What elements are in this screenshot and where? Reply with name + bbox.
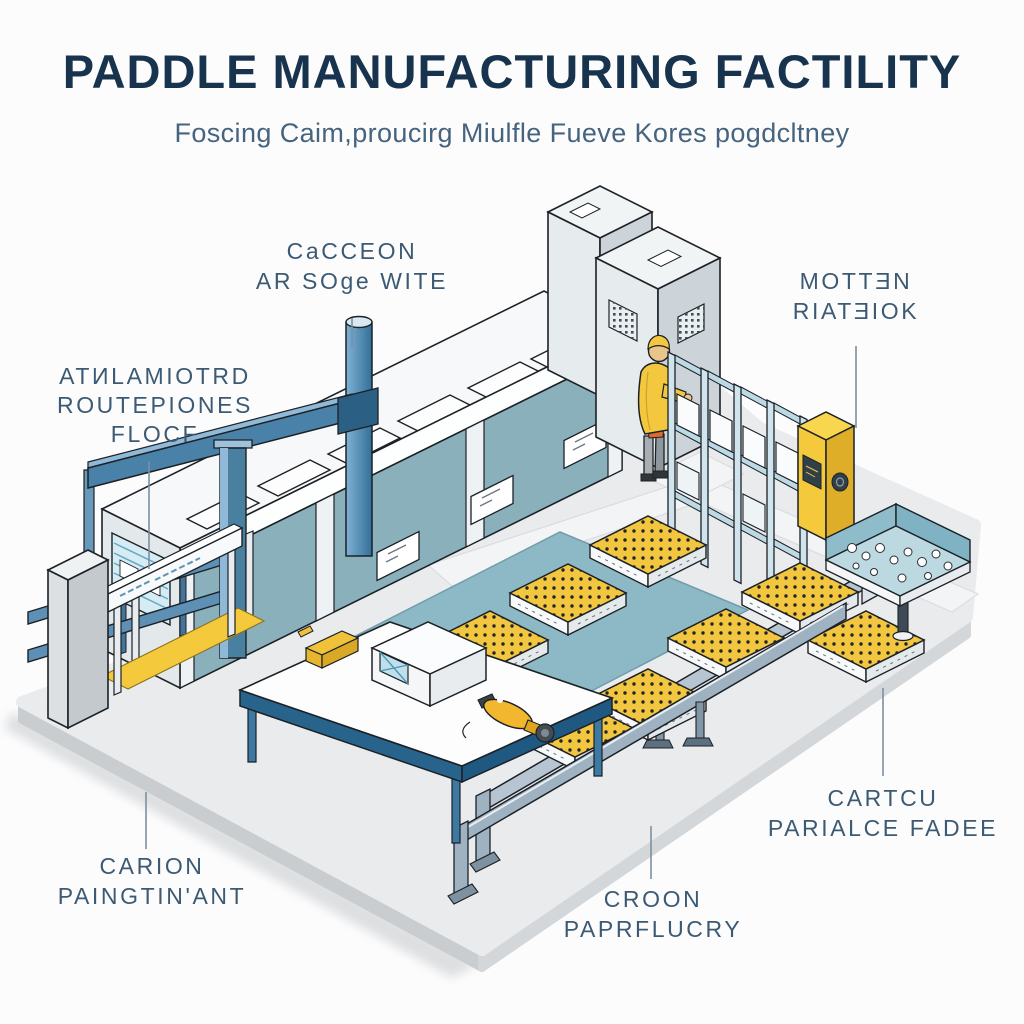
power-tool [462,693,555,743]
callout-material-line1: MOTTƎN [799,268,913,294]
callout-floor: ATИLAMIOTRD ROUTEPIONES FLOCF [15,362,295,449]
callout-floor-line2: ROUTEPIONES [56,392,253,418]
bench-machine [370,621,488,708]
leader-lines [145,318,884,879]
callout-conveyor-line1: CROON [603,886,703,912]
callout-paint: CARION PAINGTIN'ANT [12,851,292,911]
concrete-pillar [46,549,110,730]
callout-floor-line3: FLOCF [110,421,200,447]
callout-material-line2: RIATƎIOK [792,298,920,324]
callout-packing-line1: CARTCU [827,785,939,811]
callout-storage-line1: CaCCEON [286,238,418,264]
gate-frame [98,523,266,696]
tray-parts [847,543,953,583]
callout-conveyor: CROON PAPRFLUCRY [513,884,793,944]
callout-storage: CaCCEON AR SOge WITE [212,236,492,296]
workbench [237,621,615,844]
page-subtitle: Foscing Caim,proucirg Miulfle Fueve Kore… [174,118,850,148]
callout-storage-line2: AR SOge WITE [255,268,449,294]
callout-conveyor-line2: PAPRFLUCRY [563,916,743,942]
callout-material: MOTTƎN RIATƎIOK [716,266,996,326]
parts-tray [824,502,972,608]
gantry-post [345,315,373,557]
page-title: PADDLE MANUFACTURING FACTILITY [62,45,962,98]
callout-paint-line1: CARION [99,853,205,879]
callout-floor-line1: ATИLAMIOTRD [59,363,251,389]
callout-packing: CARTCU PARIALCE FADEE [743,783,1023,843]
dispenser-box [796,411,856,542]
callout-paint-line2: PAINGTIN'ANT [57,883,247,909]
parts-bin [297,625,360,669]
callout-packing-line2: PARIALCE FADEE [767,815,999,841]
